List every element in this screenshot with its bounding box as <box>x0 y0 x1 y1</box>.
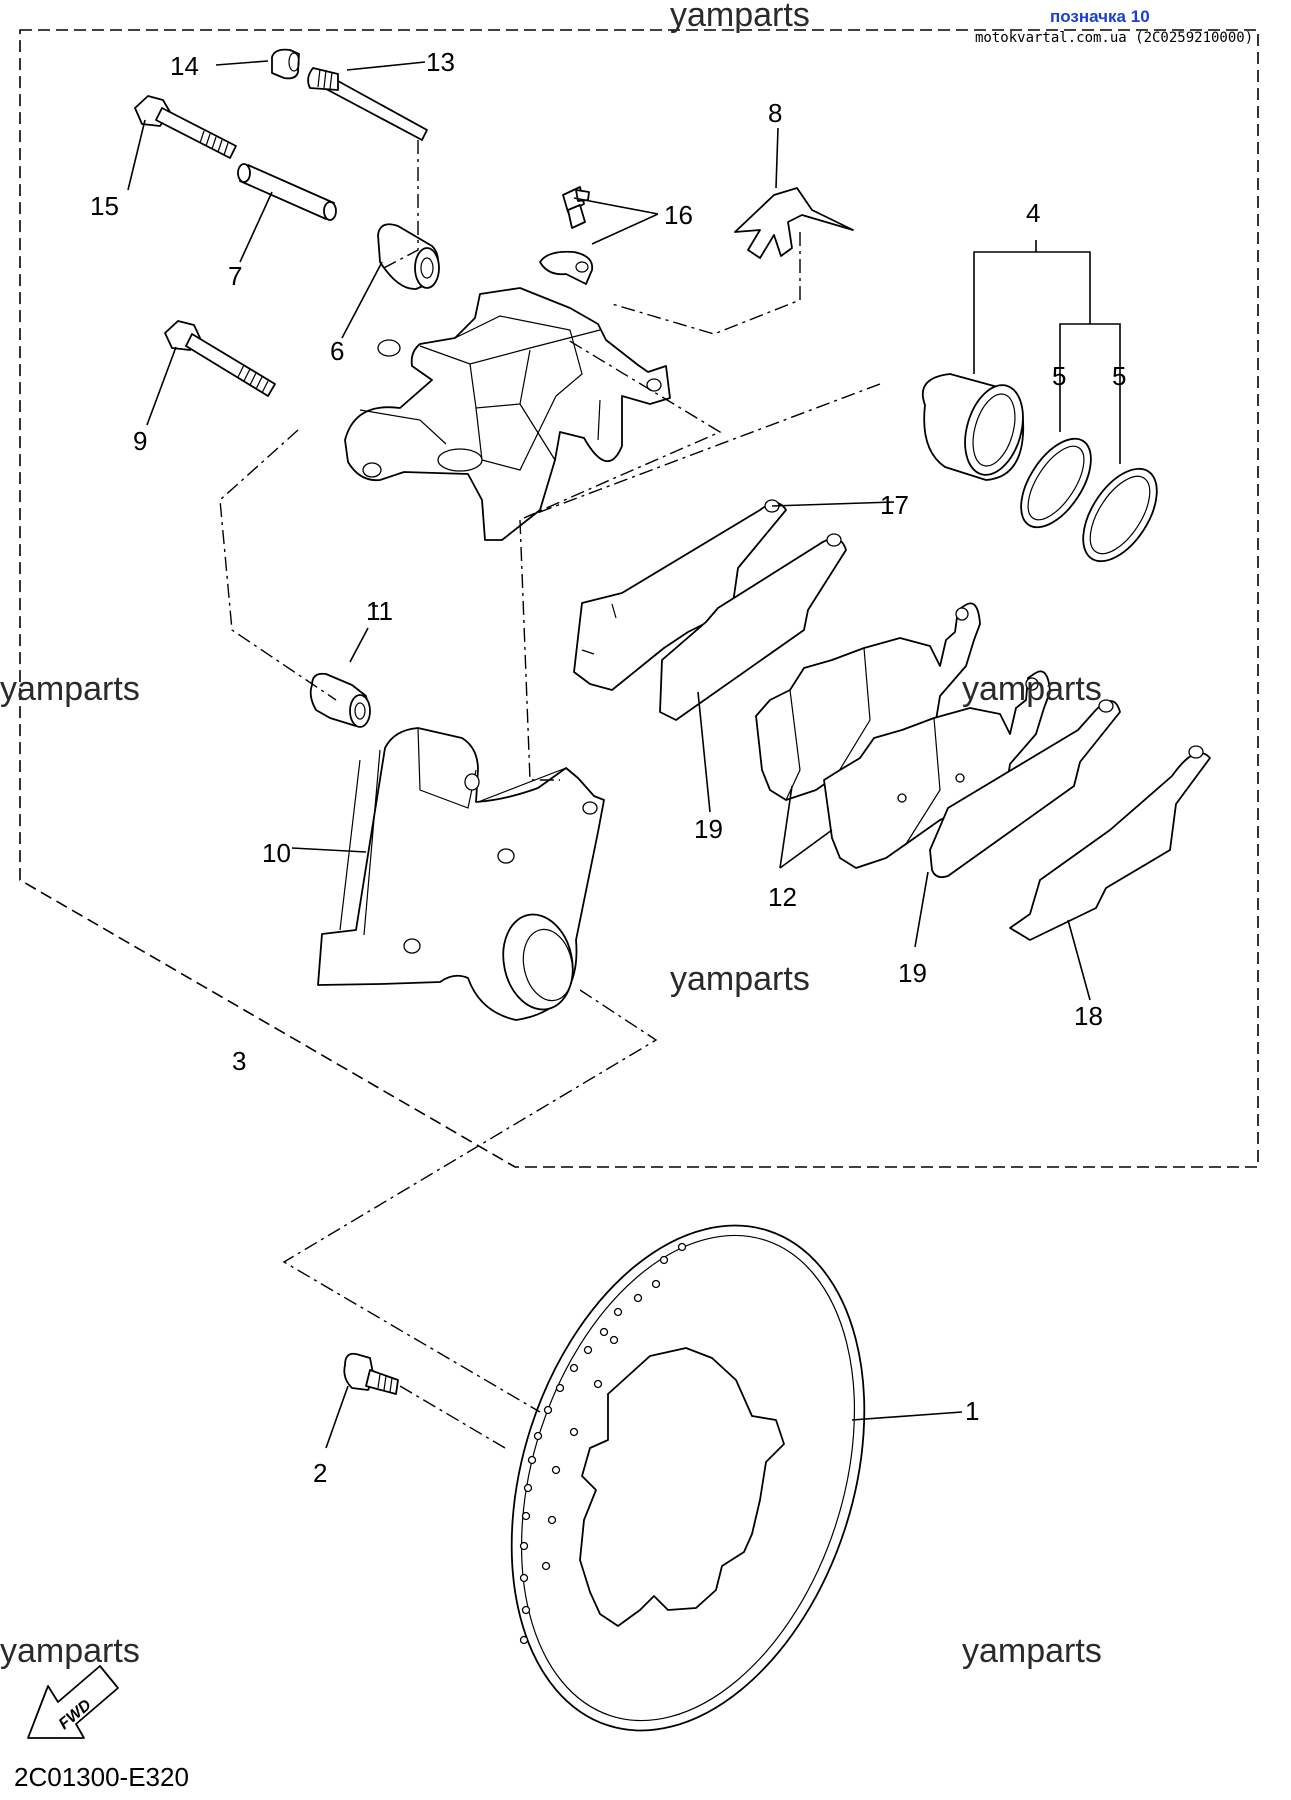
part-6-bushing <box>377 223 440 290</box>
callout-14: 14 <box>170 51 199 81</box>
part-12-pad-pair-rear <box>823 670 1051 869</box>
watermark-left: yamparts <box>0 670 140 708</box>
callout-4: 4 <box>1026 198 1040 228</box>
callout-labels: 1 2 3 4 5 5 6 7 8 9 10 11 12 13 14 15 16… <box>90 47 1126 1488</box>
part-15-bolt <box>134 95 237 159</box>
callout-8: 8 <box>768 98 782 128</box>
callout-15: 15 <box>90 191 119 221</box>
source-line: motokvartal.com.ua (2C0259210000) <box>975 30 1253 46</box>
part-8-pad-spring <box>734 187 854 259</box>
fwd-arrow-icon: FWD <box>27 1665 119 1739</box>
callout-2: 2 <box>313 1458 327 1488</box>
callout-5b: 5 <box>1112 361 1126 391</box>
callout-3: 3 <box>232 1046 246 1076</box>
part-14-cap <box>271 48 300 80</box>
part-16-bleed-screw <box>539 186 594 285</box>
callout-12: 12 <box>768 882 797 912</box>
part-9-bolt <box>164 320 276 397</box>
part-19-pad-right <box>929 699 1121 879</box>
callout-19a: 19 <box>694 814 723 844</box>
watermark-bottom-left: yamparts <box>0 1632 140 1670</box>
watermark-top: yamparts <box>670 0 810 34</box>
disc-vent-holes <box>519 1242 687 1645</box>
part-1-brake-disc <box>510 1224 866 1732</box>
callout-18: 18 <box>1074 1001 1103 1031</box>
part-11-bushing <box>309 672 371 728</box>
callout-16: 16 <box>664 200 693 230</box>
callout-1: 1 <box>965 1396 979 1426</box>
part-13-pin <box>307 67 428 141</box>
callout-6: 6 <box>330 336 344 366</box>
leader-lines <box>127 60 1121 1449</box>
watermark-center: yamparts <box>670 960 810 998</box>
caliper-body <box>344 287 671 541</box>
callout-7: 7 <box>228 261 242 291</box>
callout-9: 9 <box>133 426 147 456</box>
part-10-bracket <box>317 727 605 1021</box>
callout-5a: 5 <box>1052 361 1066 391</box>
callout-19b: 19 <box>898 958 927 988</box>
watermark-bottom-right: yamparts <box>962 1632 1102 1670</box>
callout-10: 10 <box>262 838 291 868</box>
watermark-right: yamparts <box>962 670 1102 708</box>
callout-17: 17 <box>880 490 909 520</box>
part-4-piston <box>921 373 1025 481</box>
alignment-lines <box>219 140 881 1449</box>
part-7-sleeve <box>237 163 337 221</box>
tag-label[interactable]: позначка 10 <box>1050 7 1150 26</box>
watermarks: yamparts yamparts yamparts yamparts yamp… <box>0 0 1102 1670</box>
part-17-shim <box>573 499 787 691</box>
caliper-assembly-boundary <box>19 29 1259 1168</box>
part-2-disc-bolt <box>343 1352 399 1395</box>
part-18-shim <box>1009 745 1211 941</box>
part-5-seals <box>1020 437 1158 563</box>
callout-13: 13 <box>426 47 455 77</box>
part-19-pad-left <box>659 533 847 721</box>
callout-11: 11 <box>366 596 393 626</box>
drawing-code: 2C01300-E320 <box>14 1762 189 1792</box>
